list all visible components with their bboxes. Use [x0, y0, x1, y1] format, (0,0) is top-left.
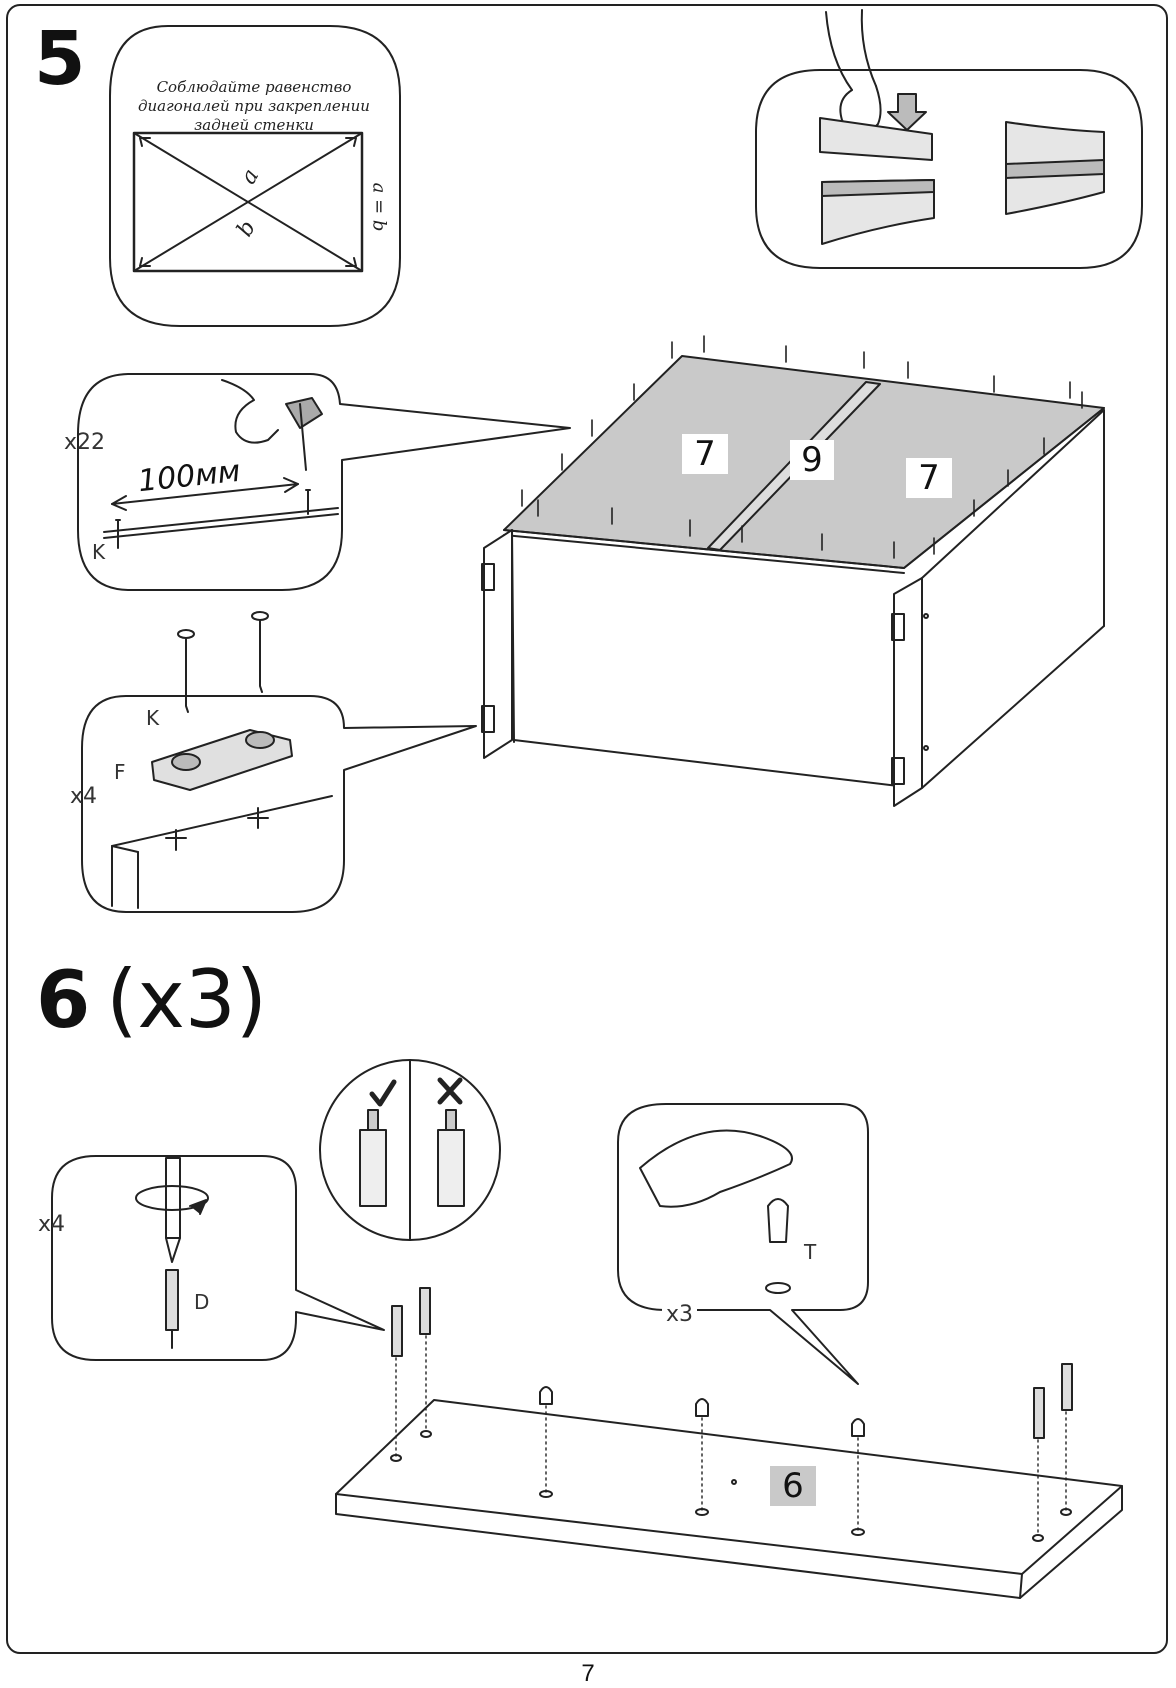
bracket-f-label: F [114, 760, 126, 784]
nails [521, 335, 1083, 559]
nail-k-label: K [92, 540, 106, 564]
step-6-heading: 6 (x3) [36, 953, 267, 1046]
bracket-count-label: x4 [70, 784, 98, 809]
cap-count-label: x3 [662, 1304, 698, 1326]
step-6-repeat: (x3) [106, 953, 267, 1046]
step-6-number: 6 [36, 956, 91, 1046]
cabinet-box [481, 355, 1105, 807]
nailing-bubble [77, 373, 571, 591]
part-label-7-left: 7 [682, 434, 728, 474]
part-label-7-right: 7 [906, 458, 952, 498]
dowel-count-label: x4 [38, 1212, 66, 1237]
part-label-6: 6 [770, 1466, 816, 1506]
bracket-bubble [81, 611, 477, 913]
strip-insertion-bubble [755, 9, 1143, 269]
part-label-9: 9 [790, 440, 834, 480]
cap-bubble [617, 1103, 869, 1385]
step-5-number: 5 [34, 16, 86, 102]
guide-lines [395, 1335, 1067, 1537]
bottom-board [335, 1399, 1123, 1599]
page-number: 7 [581, 1660, 595, 1687]
fittings [391, 1287, 1073, 1439]
dowel-bubble [51, 1155, 385, 1361]
cap-t-label: T [804, 1240, 817, 1264]
nail-count-label: x22 [64, 430, 106, 455]
diagonal-equality: a = b [368, 182, 390, 232]
dowel-d-label: D [194, 1290, 210, 1314]
check-cross-bubble [319, 1059, 501, 1241]
bracket-nail-k-label: K [146, 706, 160, 730]
page-frame [6, 4, 1168, 1654]
diagonal-check-bubble [109, 25, 401, 327]
diagonal-note: Соблюдайте равенство диагоналей при закр… [138, 78, 370, 134]
